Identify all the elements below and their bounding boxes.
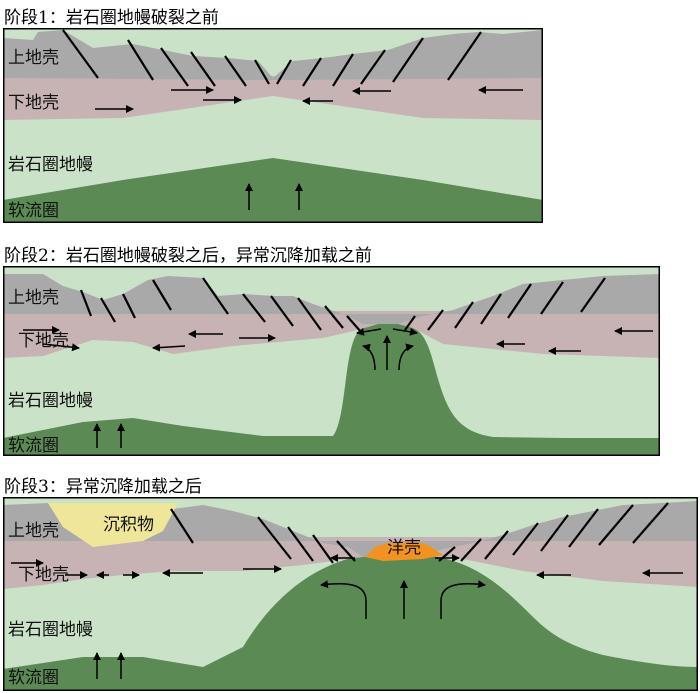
label-sediment: 沉积物 bbox=[103, 515, 154, 535]
label-upper-crust: 上地壳 bbox=[8, 48, 59, 68]
label-lithospheric-mantle: 岩石圈地幔 bbox=[8, 391, 93, 411]
stage-1-diagram: 上地壳 下地壳 岩石圈地幔 软流圈 bbox=[3, 28, 543, 223]
label-lower-crust: 下地壳 bbox=[8, 93, 59, 113]
label-lithospheric-mantle: 岩石圈地幔 bbox=[8, 620, 93, 640]
label-lithospheric-mantle: 岩石圈地幔 bbox=[8, 155, 93, 175]
label-asthenosphere: 软流圈 bbox=[8, 668, 59, 688]
label-lower-crust: 下地壳 bbox=[18, 565, 69, 585]
stage-3-title: 阶段3：异常沉降加载之后 bbox=[4, 472, 202, 497]
label-oceanic-crust: 洋壳 bbox=[387, 538, 421, 558]
stage-3-diagram: 上地壳 沉积物 洋壳 下地壳 岩石圈地幔 软流圈 bbox=[3, 497, 698, 691]
label-lower-crust: 下地壳 bbox=[18, 331, 69, 351]
label-asthenosphere: 软流圈 bbox=[8, 436, 59, 456]
stage-2-title: 阶段2：岩石圈地幔破裂之后，异常沉降加载之前 bbox=[4, 241, 372, 266]
stage-1-title: 阶段1：岩石圈地幔破裂之前 bbox=[4, 3, 219, 28]
stage-2-diagram: 上地壳 下地壳 岩石圈地幔 软流圈 bbox=[3, 266, 660, 456]
label-upper-crust: 上地壳 bbox=[8, 288, 59, 308]
label-asthenosphere: 软流圈 bbox=[8, 201, 59, 221]
label-upper-crust: 上地壳 bbox=[8, 521, 59, 541]
